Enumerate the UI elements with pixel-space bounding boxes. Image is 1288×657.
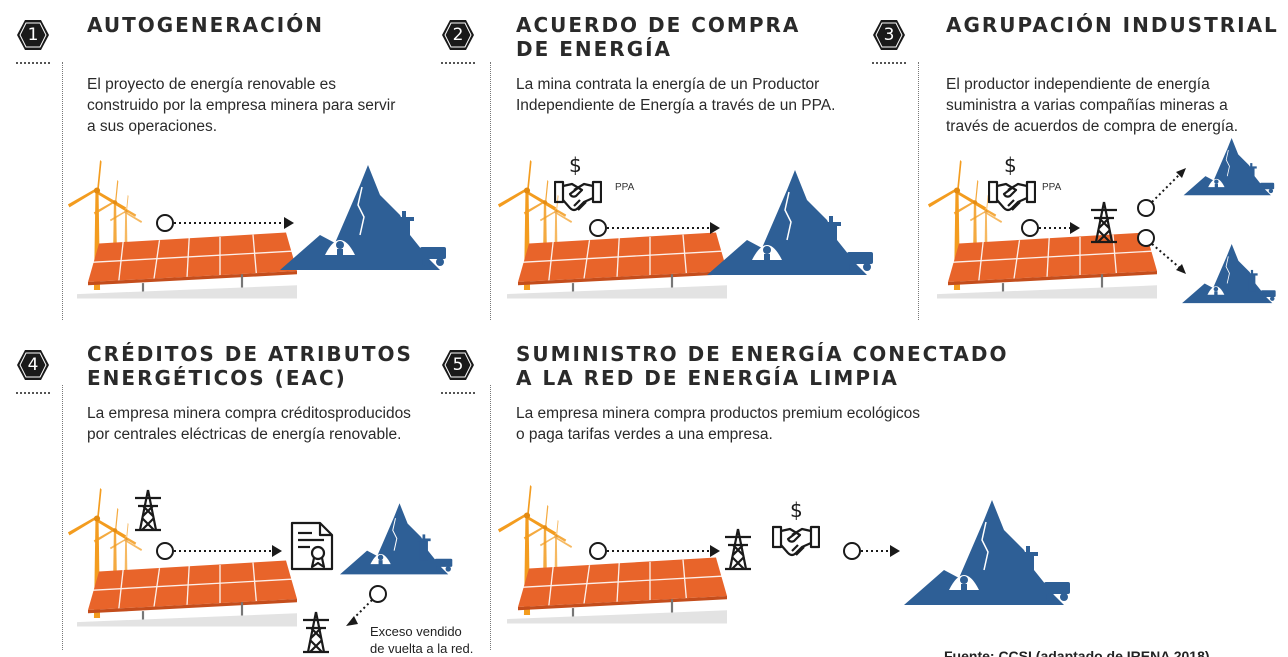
ppa-label: PPA — [1042, 182, 1062, 193]
excess-note: Exceso vendido de vuelta a la red. — [370, 623, 490, 657]
step-number: 3 — [883, 25, 895, 45]
hexagon-badge-icon: 1 — [16, 18, 50, 52]
column-divider — [918, 62, 919, 320]
transmission-tower-icon — [133, 488, 163, 532]
node-circle-icon — [156, 542, 174, 560]
solar-panel-icon — [937, 231, 1157, 300]
certificate-icon — [290, 521, 334, 571]
column-divider — [62, 385, 63, 650]
arrow-icon — [1151, 243, 1181, 269]
node-circle-icon — [1021, 219, 1039, 237]
panel-title: SUMINISTRO DE ENERGÍA CONECTADO A LA RED… — [516, 342, 1076, 390]
handshake-icon — [554, 180, 602, 212]
hexagon-badge-icon: 5 — [441, 348, 475, 382]
mine-mountain-icon — [1181, 244, 1277, 304]
node-circle-icon — [1137, 229, 1155, 247]
title-line: AGRUPACIÓN INDUSTRIAL — [946, 13, 1279, 37]
source-caption: Fuente: CCSI (adaptado de IRENA 2018) — [944, 648, 1210, 657]
desc-line: través de acuerdos de compra de energía. — [946, 118, 1239, 135]
badge-separator — [441, 392, 475, 394]
title-line: CRÉDITOS DE ATRIBUTOS — [87, 342, 413, 366]
dollar-icon: $ — [569, 153, 582, 177]
panel-description: El proyecto de energía renovable es cons… — [87, 74, 467, 137]
desc-line: El proyecto de energía renovable es — [87, 76, 337, 93]
node-circle-icon — [589, 219, 607, 237]
desc-line: a sus operaciones. — [87, 118, 218, 135]
desc-line: El productor independiente de energía — [946, 76, 1210, 93]
column-divider — [490, 385, 491, 650]
solar-panel-icon — [77, 559, 297, 628]
column-divider — [62, 62, 63, 320]
arrow-icon — [1151, 173, 1181, 203]
desc-line: La empresa minera compra créditosproduci… — [87, 405, 411, 422]
solar-panel-icon — [77, 231, 297, 300]
node-circle-icon — [156, 214, 174, 232]
ppa-illustration: $ — [497, 153, 874, 300]
panel-description: La empresa minera compra créditosproduci… — [87, 403, 477, 445]
badge-separator — [441, 62, 475, 64]
step-number: 1 — [27, 25, 39, 45]
mine-mountain-icon — [707, 170, 874, 276]
title-line: AUTOGENERACIÓN — [87, 13, 324, 37]
title-line: ENERGÉTICOS (EAC) — [87, 366, 347, 390]
transmission-tower-icon — [723, 527, 753, 571]
desc-line: o paga tarifas verdes a una empresa. — [516, 426, 773, 443]
panel-description: El productor independiente de energía su… — [946, 74, 1286, 137]
solar-panel-icon — [507, 556, 727, 625]
transmission-tower-icon — [301, 610, 331, 654]
desc-line: La empresa minera compra productos premi… — [516, 405, 921, 422]
node-circle-icon — [843, 542, 861, 560]
hexagon-badge-icon: 4 — [16, 348, 50, 382]
badge-separator — [16, 62, 50, 64]
arrow-icon — [351, 599, 373, 621]
solar-panel-icon — [507, 231, 727, 300]
step-number: 5 — [452, 355, 464, 375]
desc-line: suministra a varias compañías mineras a — [946, 97, 1228, 114]
desc-line: por centrales eléctricas de energía reno… — [87, 426, 402, 443]
note-line: Exceso vendido — [370, 624, 462, 639]
green-grid-illustration: $ — [497, 485, 1071, 625]
handshake-icon — [988, 180, 1036, 212]
title-line: SUMINISTRO DE ENERGÍA CONECTADO — [516, 342, 1009, 366]
note-line: de vuelta a la red. — [370, 641, 474, 656]
panel-title: ACUERDO DE COMPRA DE ENERGÍA — [516, 13, 896, 61]
eac-illustration — [67, 488, 453, 654]
mine-mountain-icon — [904, 500, 1071, 606]
step-number: 2 — [452, 25, 464, 45]
desc-line: Independiente de Energía a través de un … — [516, 97, 836, 114]
hexagon-badge-icon: 2 — [441, 18, 475, 52]
column-divider — [490, 62, 491, 320]
mine-mountain-icon — [280, 165, 447, 271]
panel-title: CRÉDITOS DE ATRIBUTOS ENERGÉTICOS (EAC) — [87, 342, 447, 390]
mine-mountain-icon — [1183, 138, 1275, 196]
desc-line: construido por la empresa minera para se… — [87, 97, 396, 114]
panel-title: AGRUPACIÓN INDUSTRIAL — [946, 13, 1286, 37]
panel-description: La empresa minera compra productos premi… — [516, 403, 1016, 445]
node-circle-icon — [369, 585, 387, 603]
step-number: 4 — [27, 355, 39, 375]
ppa-label: PPA — [615, 182, 635, 193]
autogeneration-illustration — [67, 160, 447, 300]
dollar-icon: $ — [1004, 153, 1017, 177]
desc-line: La mina contrata la energía de un Produc… — [516, 76, 820, 93]
badge-separator — [872, 62, 906, 64]
mine-mountain-icon — [340, 503, 453, 575]
handshake-icon — [772, 525, 820, 557]
title-line: ACUERDO DE COMPRA — [516, 13, 801, 37]
industrial-cluster-illustration: $ — [927, 138, 1277, 304]
dollar-icon: $ — [790, 498, 803, 522]
title-line: DE ENERGÍA — [516, 37, 673, 61]
node-circle-icon — [1137, 199, 1155, 217]
title-line: A LA RED DE ENERGÍA LIMPIA — [516, 366, 899, 390]
panel-title: AUTOGENERACIÓN — [87, 13, 447, 37]
panel-description: La mina contrata la energía de un Produc… — [516, 74, 906, 116]
node-circle-icon — [589, 542, 607, 560]
hexagon-badge-icon: 3 — [872, 18, 906, 52]
badge-separator — [16, 392, 50, 394]
